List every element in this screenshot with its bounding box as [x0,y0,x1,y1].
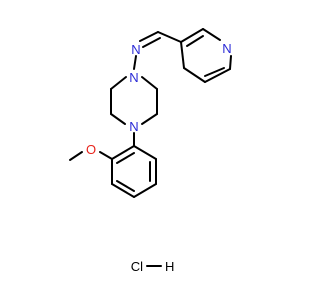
hydrogen-label: H [165,259,174,274]
piperazine-nitrogen-bottom-label: N [129,119,138,134]
chemical-structure: N N N N O Cl H [69,28,232,274]
methoxy-group [69,151,113,161]
piperazine-ring [110,76,158,125]
pyridine-nitrogen-label: N [222,41,231,56]
imine-nitrogen-label: N [131,42,140,57]
chlorine-label: Cl [131,259,143,274]
piperazine-nitrogen-top-label: N [129,70,138,85]
imine-linkage [133,31,182,70]
methoxy-oxygen-label: O [86,142,96,157]
methoxyphenyl-ring [111,145,157,198]
pyridine-ring [180,28,232,83]
